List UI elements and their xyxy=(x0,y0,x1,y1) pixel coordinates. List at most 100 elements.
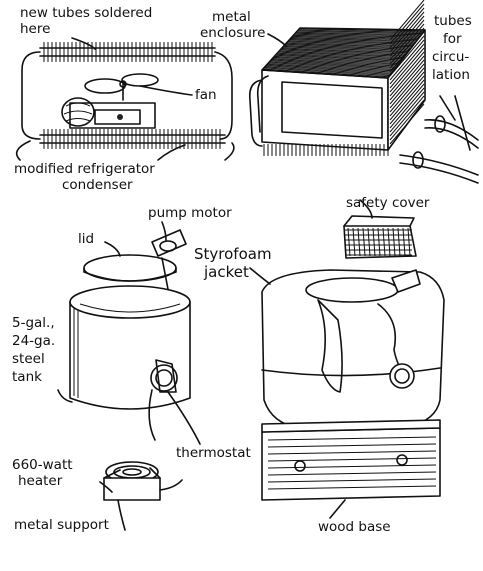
label-metal-2: enclosure xyxy=(200,25,266,41)
fan-drawing xyxy=(61,73,159,129)
label-fan: fan xyxy=(195,87,217,103)
label-modified-1: modified refrigerator xyxy=(14,161,155,177)
hatch-line xyxy=(389,87,425,129)
hatch-line xyxy=(357,227,361,257)
hatch-line xyxy=(389,39,425,81)
hatch-line xyxy=(273,56,400,65)
hatch-line xyxy=(392,227,396,257)
hatch-line xyxy=(267,443,437,448)
label-tubes-2: for xyxy=(443,31,462,47)
hatch-line xyxy=(389,59,425,101)
hatch-line xyxy=(271,59,398,67)
hatch-line xyxy=(389,99,425,141)
hatch-line xyxy=(389,0,425,41)
hatch-line xyxy=(267,478,437,483)
label-new-tubes-2: here xyxy=(20,21,51,37)
label-styrofoam-2: jacket xyxy=(204,263,249,281)
label-new-tubes-1: new tubes soldered xyxy=(20,5,153,21)
label-tank-4: tank xyxy=(12,369,42,385)
hatch-line xyxy=(389,23,425,65)
hatch-line xyxy=(389,83,425,125)
label-lid: lid xyxy=(78,231,95,247)
hatch-line xyxy=(389,55,425,97)
hatch-line xyxy=(290,38,416,43)
label-tank-2: 24-ga. xyxy=(12,333,56,349)
heater-drawing xyxy=(103,461,183,501)
hatch-line xyxy=(267,457,437,462)
hatch-line xyxy=(293,34,419,39)
hatch-line xyxy=(294,33,420,38)
hatch-line xyxy=(382,227,386,257)
hatch-line xyxy=(280,48,407,55)
hatch-line xyxy=(299,28,425,32)
hatch-line xyxy=(389,91,425,133)
hatch-line xyxy=(295,32,421,37)
hatch-line xyxy=(389,103,425,145)
hatch-line xyxy=(297,30,423,35)
hatch-line xyxy=(389,75,425,117)
label-pump-motor: pump motor xyxy=(148,205,232,221)
hatch-line xyxy=(267,450,437,455)
hatch-line xyxy=(263,67,390,77)
label-thermostat: thermostat xyxy=(176,445,251,461)
label-wood-base: wood base xyxy=(318,519,391,535)
hatch-line xyxy=(377,227,381,257)
hatch-line xyxy=(397,227,401,257)
enclosure-drawing xyxy=(248,0,479,184)
hatch-line xyxy=(267,471,437,476)
hatch-line xyxy=(275,54,401,62)
hatch-line xyxy=(347,227,351,257)
tank-drawing xyxy=(69,229,191,501)
hatch-line xyxy=(389,71,425,113)
hatch-line xyxy=(389,35,425,77)
hatch-line xyxy=(389,27,425,69)
hatch-line xyxy=(280,49,406,56)
hatch-line xyxy=(296,31,422,36)
hatch-line xyxy=(261,69,389,79)
label-tank-3: steel xyxy=(12,351,45,367)
label-tubes-3: circu- xyxy=(432,49,470,65)
hatch-line xyxy=(267,436,437,441)
hatch-line xyxy=(407,227,411,257)
hatch-line xyxy=(389,7,425,49)
label-tubes-4: lation xyxy=(432,67,470,83)
hatch-line xyxy=(279,50,405,57)
hatch-line xyxy=(276,53,402,61)
hatch-line xyxy=(284,44,411,50)
hatch-line xyxy=(262,68,389,78)
hatch-line xyxy=(402,227,406,257)
hatch-line xyxy=(283,45,410,51)
hatch-line xyxy=(291,36,417,42)
hatch-line xyxy=(264,66,391,75)
hatch-line xyxy=(270,60,397,68)
hatch-line xyxy=(272,57,399,66)
hatch-line xyxy=(389,95,425,137)
hatch-line xyxy=(367,227,371,257)
hatch-line xyxy=(389,15,425,57)
hatch-line xyxy=(389,47,425,89)
hatch-line xyxy=(389,63,425,105)
hatch-line xyxy=(389,67,425,109)
label-heater-2: heater xyxy=(18,473,63,489)
hatch-line xyxy=(277,52,403,60)
hatch-line xyxy=(292,35,418,41)
hatch-line xyxy=(267,485,437,490)
hatch-line xyxy=(389,19,425,61)
hatch-line xyxy=(268,62,395,71)
label-tank-1: 5-gal., xyxy=(12,315,55,331)
hatch-line xyxy=(298,29,424,33)
label-modified-2: condenser xyxy=(62,177,133,193)
hatch-line xyxy=(281,47,408,54)
hatch-line xyxy=(389,43,425,85)
hatch-line xyxy=(362,227,366,257)
hatch-line xyxy=(266,64,393,73)
hatch-line xyxy=(389,51,425,93)
hatch-line xyxy=(278,51,404,59)
label-styrofoam-1: Styrofoam xyxy=(194,245,272,263)
hatch-line xyxy=(389,11,425,53)
hatch-line xyxy=(387,227,391,257)
label-metal-1: metal xyxy=(212,9,251,25)
label-tubes-1: tubes xyxy=(434,13,472,29)
hatch-line xyxy=(352,227,356,257)
